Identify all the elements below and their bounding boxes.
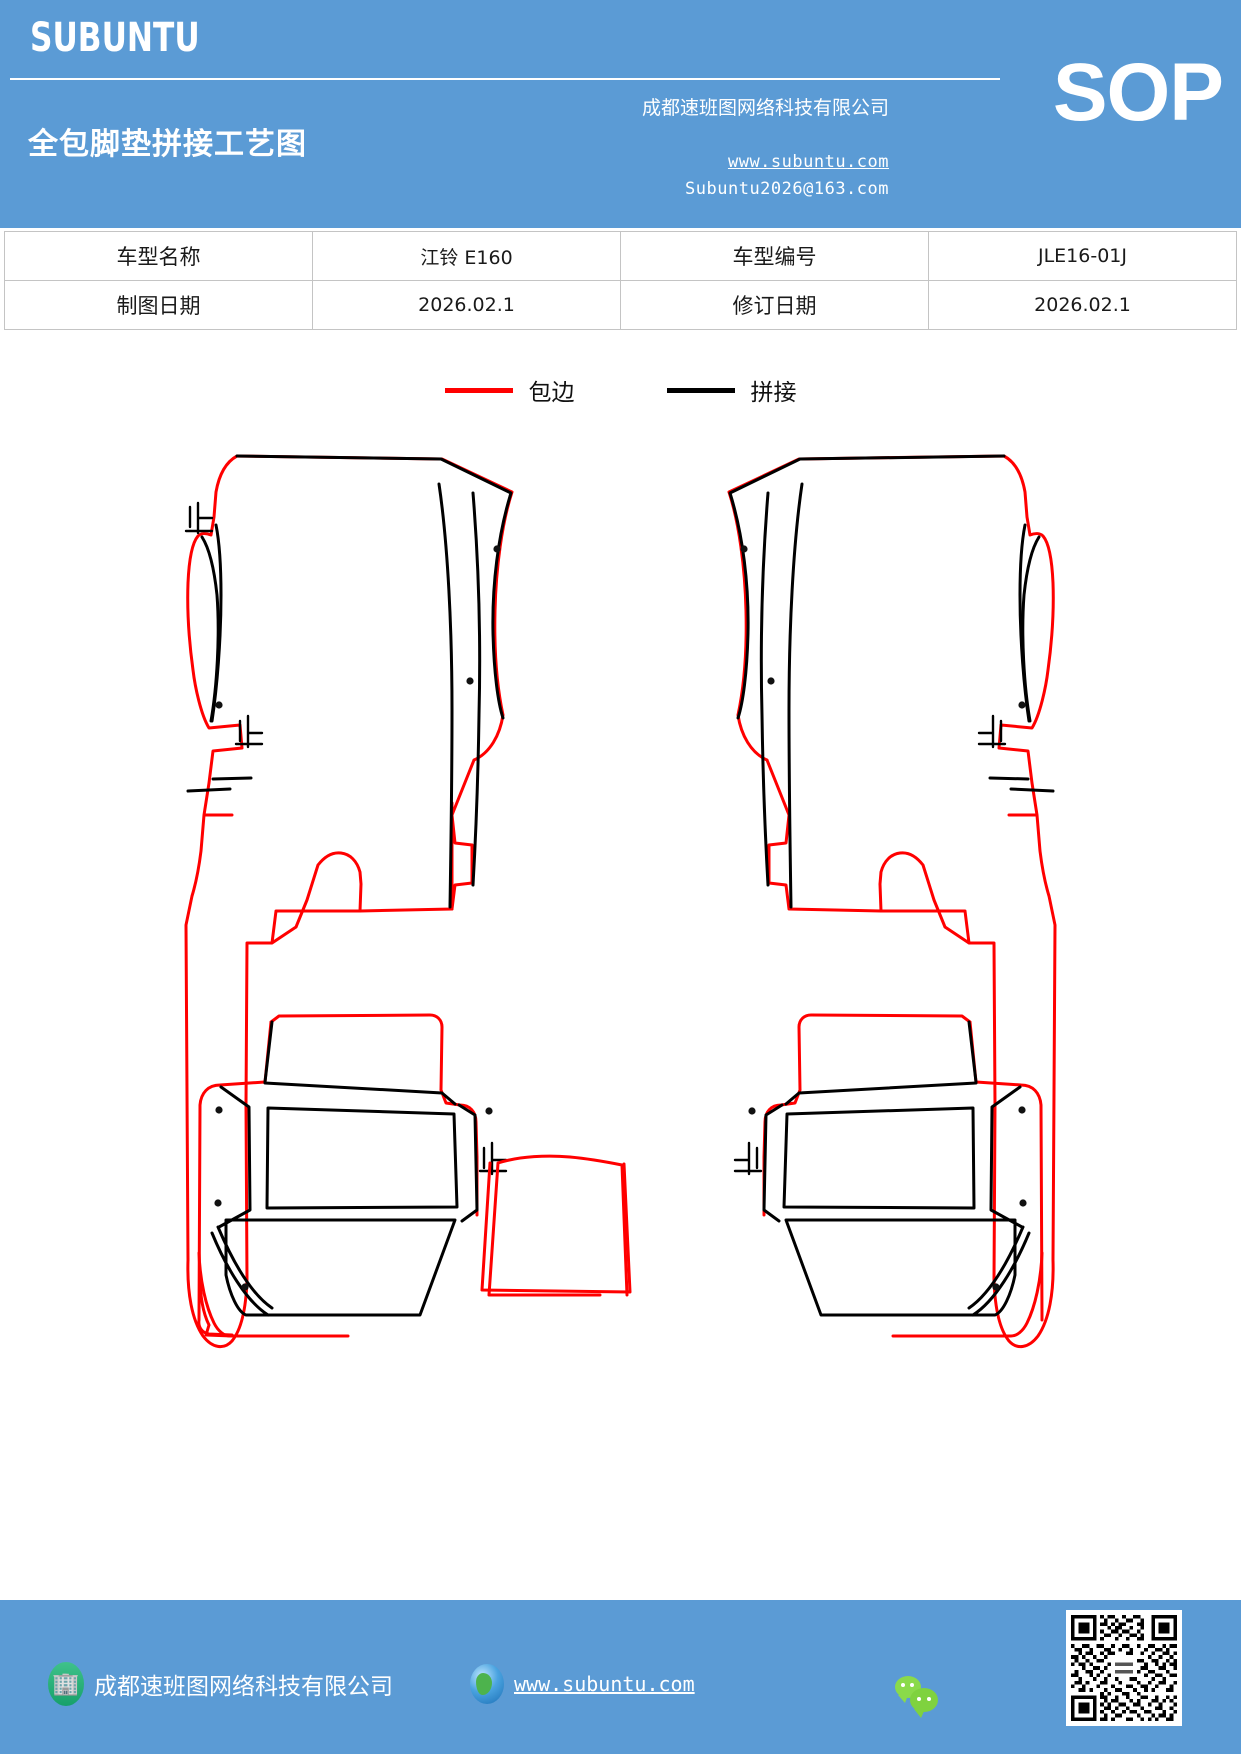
cell-draw-date-value: 2026.02.1 xyxy=(312,280,621,330)
rear-center-tunnel-mat-outline xyxy=(480,1161,632,1294)
rear-left-mat-rivet-3 xyxy=(485,1107,493,1115)
cell-draw-date-label: 制图日期 xyxy=(4,280,313,330)
front-right-mat-seam-g xyxy=(759,491,770,887)
legend-label-seam: 拼接 xyxy=(750,380,797,405)
rear-left-mat-seam-panel xyxy=(265,1106,459,1210)
footer-company-name: 成都速班图网络科技有限公司 xyxy=(94,1674,393,1699)
footer-website-link[interactable]: www.subuntu.com xyxy=(514,1672,695,1696)
rear-right-mat-lower-curve2 xyxy=(971,1231,1031,1317)
front-right-mat-rivet-1 xyxy=(1018,701,1026,709)
rear-left-mat-bottom-binding xyxy=(197,1251,350,1338)
front-right-mat-group xyxy=(727,454,1057,1349)
front-left-mat-rivet-2 xyxy=(493,545,501,553)
rear-right-mat-binding-lower xyxy=(891,1251,1044,1338)
header-website-link[interactable]: www.subuntu.com xyxy=(727,152,889,172)
rear-left-mat-lower-curve xyxy=(216,1225,274,1310)
cell-model-code-label: 车型编号 xyxy=(620,231,929,281)
front-left-mat-seam-c xyxy=(200,535,220,723)
rear-right-mat-lower-curve xyxy=(967,1225,1025,1310)
drawing-legend: 包边 拼接 xyxy=(0,360,1241,420)
legend-item-binding: 包边 xyxy=(444,373,575,407)
table-row: 车型名称 江铃 E160 车型编号 JLE16-01J xyxy=(4,231,1237,281)
front-left-mat-seam-g xyxy=(471,491,482,887)
cell-revision-date-label: 修订日期 xyxy=(620,280,929,330)
page-footer: 🏢 成都速班图网络科技有限公司 www.subuntu.com xyxy=(0,1600,1241,1754)
legend-item-seam: 拼接 xyxy=(666,373,797,407)
page-header: SUBUNTU 全包脚垫拼接工艺图 成都速班图网络科技有限公司 www.subu… xyxy=(0,0,1241,228)
rear-right-mat-seam-top xyxy=(784,1020,978,1106)
front-left-mat-binding xyxy=(184,454,514,1349)
front-left-mat-rivet-1 xyxy=(215,701,223,709)
rear-left-tick xyxy=(478,1141,508,1176)
rear-right-mat-rivet-1 xyxy=(1018,1106,1026,1114)
header-email: Subuntu2026@163.com xyxy=(685,179,889,199)
globe-icon xyxy=(470,1664,504,1704)
vehicle-info-table: 车型名称 江铃 E160 车型编号 JLE16-01J 制图日期 2026.02… xyxy=(4,231,1237,330)
front-left-mat-seam-e xyxy=(186,787,232,793)
rear-right-mat-seam-right-edge xyxy=(762,1103,784,1223)
front-left-tick-lower xyxy=(234,714,264,749)
rear-left-mat-seam-top xyxy=(263,1020,457,1106)
rear-right-mat-rivet-3 xyxy=(748,1107,756,1115)
header-divider xyxy=(10,78,1000,80)
legend-swatch-red xyxy=(444,387,513,393)
footer-website-block: www.subuntu.com xyxy=(470,1664,695,1704)
front-right-mat-seam-f xyxy=(787,482,804,909)
table-row: 制图日期 2026.02.1 修订日期 2026.02.1 xyxy=(4,280,1237,330)
front-right-tick-lower xyxy=(977,714,1007,749)
front-left-mat-rivet-3 xyxy=(466,677,474,685)
rear-left-mat-lower-panel-seam xyxy=(224,1218,457,1317)
footer-company-block: 🏢 成都速班图网络科技有限公司 xyxy=(48,1662,393,1706)
cell-model-code-value: JLE16-01J xyxy=(928,231,1237,281)
front-left-mat-seam-d xyxy=(211,776,253,781)
floor-mat-technical-drawing xyxy=(0,415,1241,1600)
legend-swatch-black xyxy=(666,387,735,393)
rear-center-tunnel-mat-binding xyxy=(487,1154,629,1297)
page-title: 全包脚垫拼接工艺图 xyxy=(28,127,307,162)
front-right-mat-rivet-3 xyxy=(767,677,775,685)
legend-label-binding: 包边 xyxy=(528,380,575,405)
header-company-name: 成都速班图网络科技有限公司 xyxy=(641,98,889,119)
rear-right-mat-rivet-2 xyxy=(1019,1199,1027,1207)
front-right-mat-seam-d xyxy=(988,776,1030,781)
front-left-tick-upper xyxy=(184,501,214,535)
building-icon: 🏢 xyxy=(48,1662,84,1706)
mat-pattern-svg xyxy=(184,454,1057,1349)
rear-left-mat-lower-curve2 xyxy=(210,1231,270,1317)
cell-model-name-value: 江铃 E160 xyxy=(312,231,621,281)
rear-right-tick xyxy=(733,1141,763,1176)
rear-right-mat-seam-panel xyxy=(782,1106,976,1210)
rear-left-mat-rivet-4 xyxy=(241,1283,249,1291)
rear-right-mat-lower-panel-seam xyxy=(784,1218,1017,1317)
cell-revision-date-value: 2026.02.1 xyxy=(928,280,1237,330)
qr-code[interactable] xyxy=(1066,1610,1182,1726)
rear-right-mat-group xyxy=(748,1013,1044,1338)
wechat-icon xyxy=(895,1676,941,1718)
front-right-mat-seam-a xyxy=(728,454,1006,720)
qr-code-svg xyxy=(1071,1615,1177,1721)
front-left-mat-seam-f xyxy=(437,482,454,909)
sop-badge: SOP xyxy=(1052,47,1224,138)
front-left-mat-seam-a xyxy=(235,454,513,720)
front-right-mat-rivet-2 xyxy=(740,545,748,553)
front-right-mat-seam-e xyxy=(1009,787,1055,793)
brand-logo: SUBUNTU xyxy=(30,15,200,61)
cell-model-name-label: 车型名称 xyxy=(4,231,313,281)
rear-left-mat-rivet-1 xyxy=(215,1106,223,1114)
front-right-mat-binding xyxy=(727,454,1057,1349)
front-right-mat-seam-c xyxy=(1021,535,1041,723)
rear-right-mat-rivet-4 xyxy=(992,1283,1000,1291)
rear-left-mat-binding-lower xyxy=(198,1273,347,1338)
rear-left-mat-rivet-2 xyxy=(214,1199,222,1207)
rear-left-mat-seam-right-edge xyxy=(457,1103,479,1223)
